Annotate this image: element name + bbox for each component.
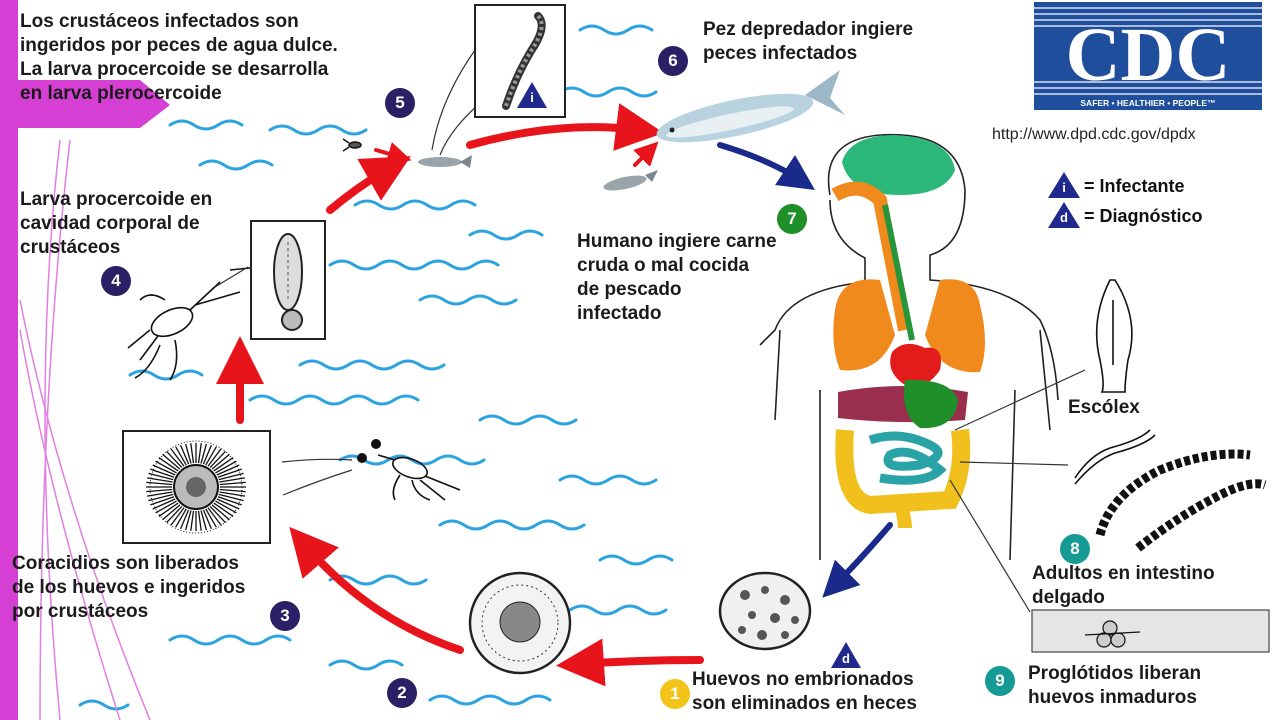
legend-infective-label: = Infectante: [1084, 176, 1185, 197]
cdc-tagline: SAFER • HEALTHIER • PEOPLE™: [1080, 98, 1215, 108]
coracidium: [124, 432, 269, 542]
step-4-text: Larva procercoide en cavidad corporal de…: [20, 188, 280, 260]
step-1-badge: 1: [660, 679, 690, 709]
step-5-badge: 5: [385, 88, 415, 118]
step-5-text: Los crustáceos infectados son ingeridos …: [20, 10, 450, 106]
legend-diagnostic-letter: d: [1048, 206, 1080, 230]
step-2-badge: 2: [387, 678, 417, 708]
scolex-drawing: [1097, 280, 1132, 392]
legend-infective-letter: i: [1048, 176, 1080, 200]
step-3-badge: 3: [270, 601, 300, 631]
small-intestine: [870, 436, 940, 480]
infective-stage-marker-5-letter: i: [517, 86, 547, 110]
small-fish: [418, 155, 658, 193]
proglottid-box: [1032, 610, 1269, 652]
step-8-text: Adultos en intestino delgado: [1032, 562, 1272, 610]
step-8-badge: 8: [1060, 534, 1090, 564]
step-6-text: Pez depredador ingiere peces infectados: [703, 18, 1003, 66]
step-6-badge: 6: [658, 46, 688, 76]
copepod-4: [128, 268, 250, 380]
legend-diagnostic-label: = Diagnóstico: [1084, 206, 1203, 227]
egg-embryonated: [470, 573, 570, 673]
step-1-text: Huevos no embrionados son eliminados en …: [692, 668, 992, 716]
egg-unembryonated: [720, 573, 810, 649]
diagnostic-stage-marker-1-letter: d: [831, 647, 861, 671]
scolex-label: Escólex: [1068, 396, 1140, 420]
lungs: [833, 279, 895, 370]
cdc-logo: CDC SAFER • HEALTHIER • PEOPLE™: [1034, 2, 1262, 110]
coracidium-box: [122, 430, 271, 544]
step-4-badge: 4: [101, 266, 131, 296]
step-7-text: Humano ingiere carne cruda o mal cocida …: [577, 230, 827, 326]
step-9-badge: 9: [985, 666, 1015, 696]
predator-fish: [653, 70, 845, 152]
cdc-url: http://www.dpd.cdc.gov/dpdx: [992, 126, 1196, 144]
step-9-text: Proglótidos liberan huevos inmaduros: [1028, 662, 1278, 710]
cdc-logo-text: CDC: [1066, 13, 1231, 97]
